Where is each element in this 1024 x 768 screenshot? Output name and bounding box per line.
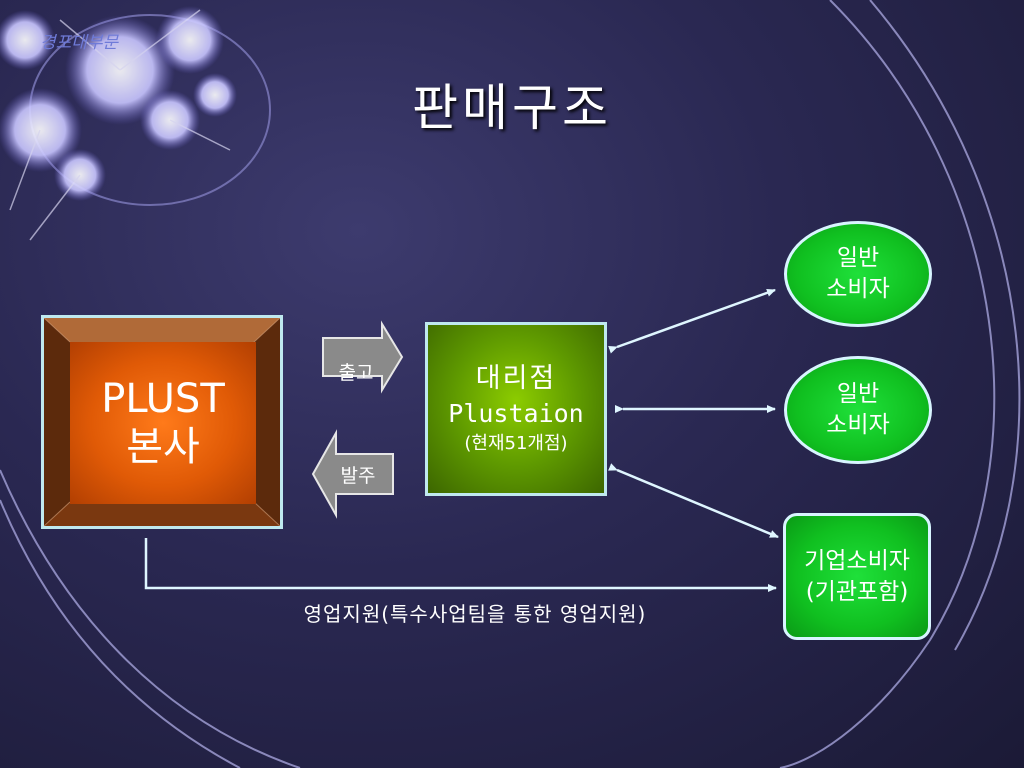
consumer-ellipse-2: 일반 소비자 (784, 356, 932, 464)
agency-box: 대리점 Plustaion (현재51개점) (425, 322, 607, 496)
hq-bevel (44, 318, 280, 526)
agency-title: 대리점 (475, 363, 557, 394)
hq-label: 본사 (126, 424, 200, 470)
agency-count: (현재51개점) (464, 433, 568, 454)
connector-agency-consumer-1 (608, 288, 776, 354)
slide-title: 판매구조 (412, 79, 612, 137)
consumer-2-line2: 소비자 (826, 412, 890, 438)
connector-agency-corporate (608, 463, 779, 539)
consumer-1-line2: 소비자 (826, 276, 890, 302)
corporate-line2: (기관포함) (805, 578, 909, 605)
hq-box: PLUST 본사 (41, 315, 283, 529)
consumer-ellipse-1: 일반 소비자 (784, 221, 932, 327)
sales-support-label: 영업지원(특수사업팀을 통한 영업지원) (303, 602, 647, 626)
hq-face: PLUST 본사 (70, 342, 256, 504)
order-arrow (311, 429, 394, 519)
connector-sales-support (144, 538, 777, 592)
order-label: 발주 (340, 465, 376, 487)
shipment-arrow (322, 320, 404, 394)
corporate-line1: 기업소비자 (804, 547, 910, 574)
shipment-label: 출고 (338, 362, 374, 384)
hq-name: PLUST (101, 376, 225, 422)
corner-label: 경포대부문 (40, 33, 119, 53)
consumer-1-line1: 일반 (836, 245, 880, 271)
corporate-consumer-box: 기업소비자 (기관포함) (783, 513, 931, 640)
flower-decoration (0, 6, 237, 241)
agency-name: Plustaion (448, 399, 584, 428)
consumer-2-line1: 일반 (836, 381, 880, 407)
